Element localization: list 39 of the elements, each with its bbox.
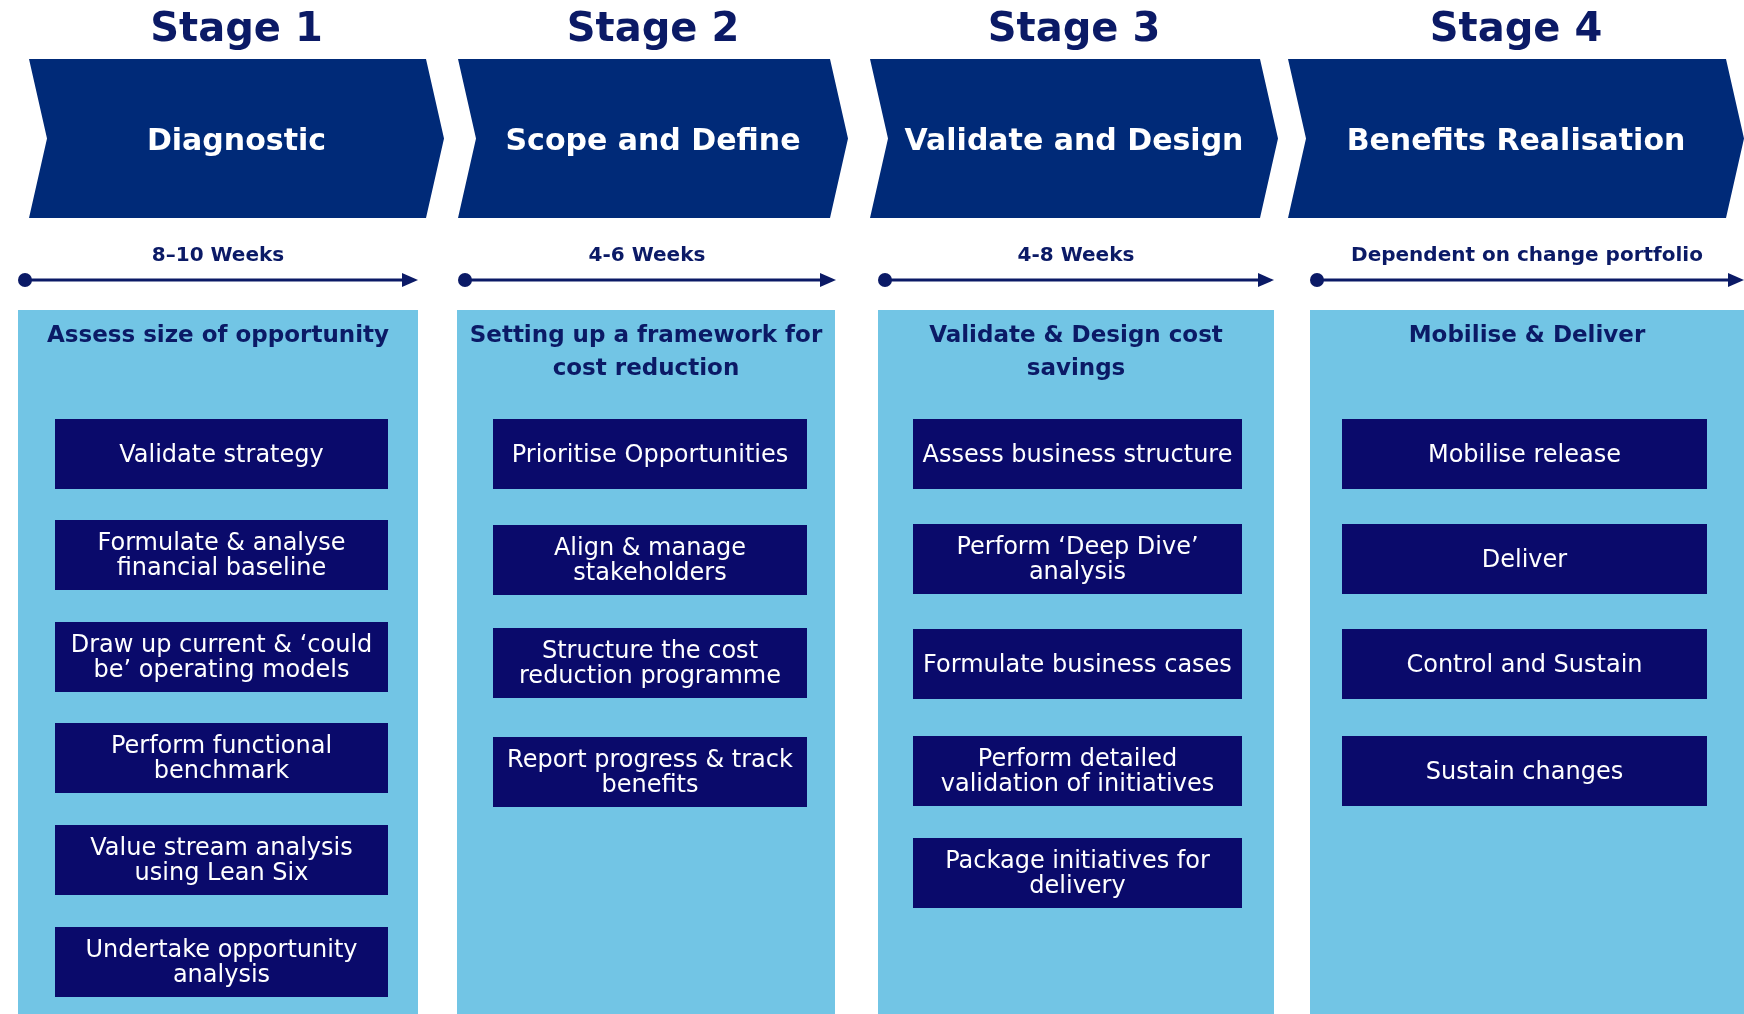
duration-label: 4-6 Weeks	[587, 242, 707, 266]
stage-heading: Stage 3	[986, 4, 1162, 50]
task-box: Mobilise release	[1342, 419, 1707, 489]
stage-title: Diagnostic	[145, 121, 328, 156]
task-box: Align & manage stakeholders	[493, 525, 807, 595]
panel-heading: Mobilise & Deliver	[1407, 320, 1647, 349]
task-box: Deliver	[1342, 524, 1707, 594]
task-box: Formulate & analyse financial baseline	[55, 520, 388, 590]
duration-label: 4-8 Weeks	[1016, 242, 1136, 266]
task-box: Draw up current & ‘could be’ operating models	[55, 622, 388, 692]
task-box: Undertake opportunity analysis	[55, 927, 388, 997]
task-box: Assess business structure	[913, 419, 1242, 489]
task-box: Report progress & track benefits	[493, 737, 807, 807]
task-box: Validate strategy	[55, 419, 388, 489]
task-box: Control and Sustain	[1342, 629, 1707, 699]
task-box: Sustain changes	[1342, 736, 1707, 806]
stage-title: Validate and Design	[903, 121, 1245, 156]
task-box: Perform detailed validation of initiatives	[913, 736, 1242, 806]
panel-heading: Assess size of opportunity	[45, 320, 390, 349]
stage-title: Scope and Define	[504, 121, 802, 156]
task-box: Formulate business cases	[913, 629, 1242, 699]
stage-title: Benefits Realisation	[1345, 121, 1687, 156]
stage-panel	[1310, 310, 1744, 1014]
stage-panel	[457, 310, 835, 1014]
task-box: Prioritise Opportunities	[493, 419, 807, 489]
task-box: Value stream analysis using Lean Six	[55, 825, 388, 895]
task-box: Perform functional benchmark	[55, 723, 388, 793]
panel-heading: Setting up a framework for cost reduction	[468, 320, 824, 382]
duration-label: Dependent on change portfolio	[1350, 242, 1704, 266]
task-box: Perform ‘Deep Dive’ analysis	[913, 524, 1242, 594]
task-box: Package initiatives for delivery	[913, 838, 1242, 908]
stage-panel	[18, 310, 418, 1014]
stage-panel	[878, 310, 1274, 1014]
stage-heading: Stage 2	[565, 4, 741, 50]
duration-label: 8–10 Weeks	[150, 242, 286, 266]
task-box: Structure the cost reduction programme	[493, 628, 807, 698]
panel-heading: Validate & Design cost savings	[928, 320, 1224, 382]
stage-heading: Stage 1	[149, 4, 324, 50]
stage-heading: Stage 4	[1428, 4, 1604, 50]
